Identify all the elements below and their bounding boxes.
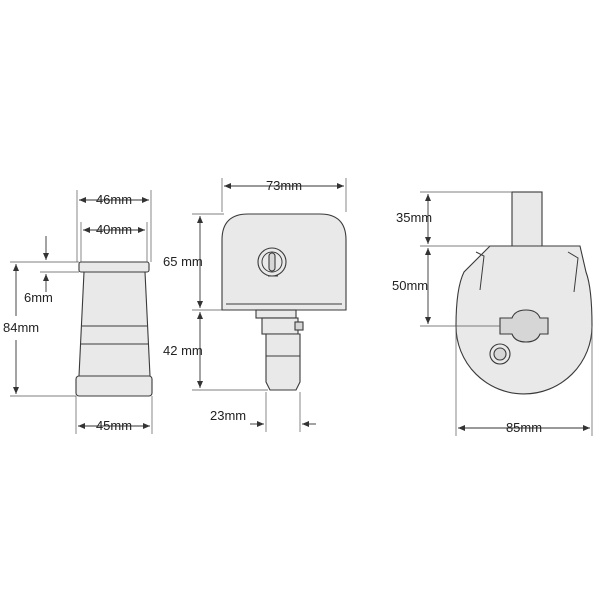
dim-side-flange-height: 6mm — [24, 290, 53, 305]
pin-body — [265, 333, 301, 391]
pin-neck — [261, 317, 299, 335]
dim-side-top-width: 46mm — [96, 192, 132, 207]
key-slot — [499, 309, 549, 343]
end-shaft — [511, 191, 543, 249]
end-view: 35mm 50mm 85mm — [392, 191, 593, 436]
dim-front-body-height: 65 mm — [163, 254, 203, 269]
dim-side-inner-width: 40mm — [96, 222, 132, 237]
dim-front-pin-height: 42 mm — [163, 343, 203, 358]
dim-side-bottom-width: 45mm — [96, 418, 132, 433]
side-flange — [78, 261, 150, 273]
dim-front-pin-width: 23mm — [210, 408, 246, 423]
side-body — [78, 271, 151, 377]
side-base — [75, 375, 153, 397]
dim-end-body-height: 50mm — [392, 278, 428, 293]
front-view: 73mm 65 mm 42 mm 23mm — [163, 178, 347, 432]
side-view: 46mm 40mm 6mm 84mm 45mm — [3, 190, 153, 434]
dim-end-width: 85mm — [506, 420, 542, 435]
pin-collar — [255, 309, 297, 319]
dim-end-shaft-height: 35mm — [396, 210, 432, 225]
dim-front-width: 73mm — [266, 178, 302, 193]
dim-side-total-height: 84mm — [3, 320, 39, 335]
